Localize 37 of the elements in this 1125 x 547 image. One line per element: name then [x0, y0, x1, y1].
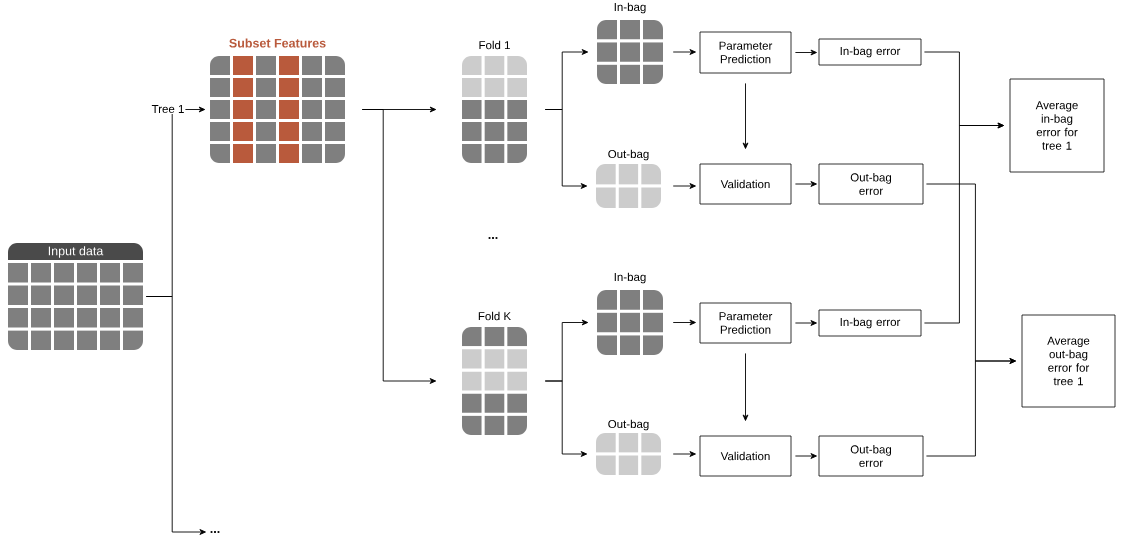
process-box: Out-bag error: [818, 163, 924, 205]
arrow: [794, 49, 817, 56]
grid-heading: In-bag: [614, 272, 646, 284]
process-box: In-bag error: [818, 38, 922, 66]
process-box: Validation: [699, 435, 792, 477]
arrow: [145, 296, 206, 535]
arrow: [923, 122, 1004, 324]
header-text: Input data: [48, 246, 104, 258]
grid-heading: Subset Features: [229, 38, 326, 48]
ellipsis-text: ...: [210, 531, 220, 533]
process-box: Parameter Prediction: [699, 31, 792, 74]
grid-heading: Out-bag: [608, 149, 649, 161]
process-box: Validation: [699, 163, 792, 205]
grid-heading: Fold 1: [479, 40, 510, 50]
process-box: In-bag error: [818, 309, 922, 337]
arrow: [794, 320, 817, 326]
ellipsis-text: ...: [488, 237, 498, 239]
process-box: Out-bag error: [818, 435, 924, 477]
arrow: [544, 109, 588, 189]
arrow: [672, 183, 696, 189]
grid-heading: In-bag: [614, 2, 646, 14]
arrow: [794, 453, 817, 459]
arrow: [742, 82, 749, 149]
grid-heading: Fold K: [478, 311, 511, 321]
arrow: [672, 319, 696, 326]
arrow: [925, 358, 1016, 457]
process-box: Parameter Prediction: [699, 302, 792, 344]
process-box: Average out-bag error for tree 1: [1021, 314, 1116, 408]
grid-heading: Out-bag: [608, 419, 649, 431]
arrow: [672, 451, 696, 457]
arrow: [361, 109, 437, 384]
edge-label: Tree 1: [150, 104, 186, 114]
process-box: Average in-bag error for tree 1: [1009, 78, 1105, 173]
arrow: [742, 352, 749, 421]
arrow: [672, 49, 696, 55]
arrow: [544, 380, 588, 457]
arrow: [794, 181, 817, 187]
